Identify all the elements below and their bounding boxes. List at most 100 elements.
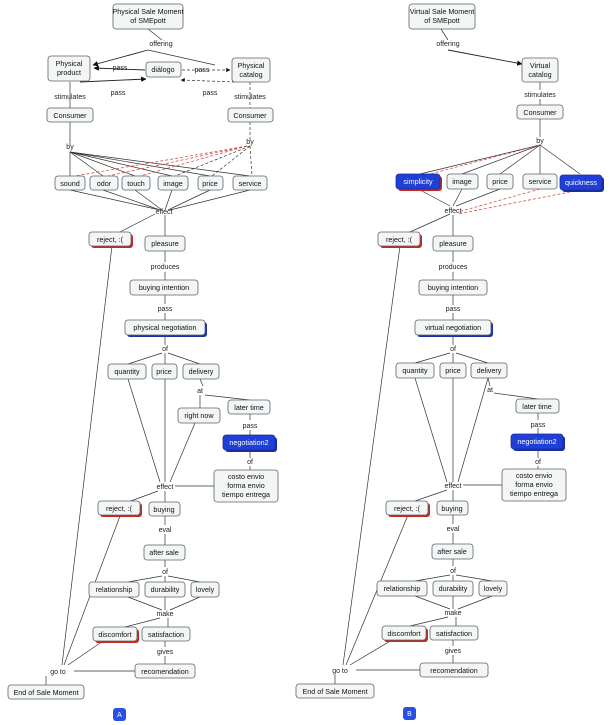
- node-delivery[interactable]: delivery: [182, 363, 220, 380]
- svg-text:negotiation2: negotiation2: [229, 438, 268, 447]
- node-sound[interactable]: sound: [54, 175, 86, 191]
- svg-text:lovely: lovely: [484, 584, 503, 593]
- svg-text:reject, :(: reject, :(: [386, 235, 413, 244]
- link-label: produces: [151, 264, 180, 271]
- node-quantity[interactable]: quantity: [107, 363, 147, 380]
- svg-text:image: image: [163, 179, 183, 188]
- node-delivery[interactable]: delivery: [470, 362, 508, 379]
- node-service[interactable]: service: [522, 173, 558, 190]
- node-quickness[interactable]: quickness: [559, 174, 604, 192]
- node-reject-1[interactable]: reject, :(: [88, 231, 133, 248]
- link-label: make: [444, 610, 461, 617]
- node-later-time[interactable]: later time: [515, 398, 560, 414]
- svg-text:price: price: [445, 366, 461, 375]
- svg-text:Physical Sale Moment: Physical Sale Moment: [112, 7, 183, 16]
- node-buying[interactable]: buying: [436, 500, 469, 516]
- node-title[interactable]: Physical Sale Moment of SMEpott: [112, 3, 184, 30]
- svg-text:reject, :(: reject, :(: [106, 504, 133, 513]
- node-buying[interactable]: buying: [148, 501, 181, 517]
- panel-b-badge: B: [403, 707, 416, 720]
- node-costo-envio[interactable]: costo envio forma envio tiempo entrega: [501, 468, 567, 502]
- node-end-of-sale-moment[interactable]: End of Sale Moment: [295, 683, 375, 699]
- svg-text:virtual negotiation: virtual negotiation: [425, 323, 481, 332]
- link-label: eval: [447, 526, 460, 533]
- node-negotiation2[interactable]: negotiation2: [510, 433, 565, 451]
- link-label: produces: [439, 264, 468, 271]
- node-simplicity[interactable]: simplicity: [395, 173, 442, 191]
- node-right-now[interactable]: right now: [177, 407, 221, 424]
- node-consumer[interactable]: Consumer: [516, 104, 564, 120]
- svg-text:tiempo entrega: tiempo entrega: [222, 490, 270, 499]
- node-odor[interactable]: odor: [89, 175, 119, 191]
- node-quantity[interactable]: quantity: [395, 362, 435, 379]
- svg-text:forma envio: forma envio: [227, 481, 265, 490]
- node-dialogo[interactable]: diálogo: [145, 61, 182, 78]
- node-lovely[interactable]: lovely: [190, 581, 220, 598]
- link-label: gives: [157, 649, 174, 656]
- link-label: of: [162, 346, 168, 353]
- node-recomendation[interactable]: recomendation: [419, 662, 489, 678]
- node-costo-envio[interactable]: costo envio forma envio tiempo entrega: [213, 469, 279, 503]
- node-discomfort[interactable]: discomfort: [381, 625, 428, 642]
- panel-b-link-labels: offering stimulates by effect produces p…: [332, 41, 556, 675]
- node-after-sale[interactable]: after sale: [431, 543, 474, 560]
- svg-text:later time: later time: [522, 402, 552, 411]
- svg-text:sound: sound: [60, 179, 80, 188]
- node-touch[interactable]: touch: [121, 175, 151, 191]
- svg-text:B: B: [407, 711, 412, 718]
- node-durability[interactable]: durability: [432, 580, 474, 597]
- node-relationship[interactable]: relationship: [376, 580, 428, 597]
- node-reject-2[interactable]: reject, :(: [97, 500, 142, 517]
- node-consumer-right[interactable]: Consumer: [227, 107, 274, 123]
- node-satisfaction[interactable]: satisfaction: [429, 625, 479, 641]
- svg-text:Physical: Physical: [238, 61, 265, 70]
- link-label: by: [66, 144, 74, 151]
- link-label: stimulates: [524, 92, 556, 99]
- node-physical-product[interactable]: Physical product: [47, 55, 91, 82]
- node-pleasure[interactable]: pleasure: [144, 235, 186, 252]
- node-price-2[interactable]: price: [151, 363, 178, 380]
- svg-text:simplicity: simplicity: [403, 177, 433, 186]
- link-label: gives: [445, 648, 462, 655]
- svg-text:after sale: after sale: [437, 547, 467, 556]
- node-reject-2[interactable]: reject, :(: [385, 500, 430, 517]
- node-pleasure[interactable]: pleasure: [432, 235, 474, 252]
- svg-text:diálogo: diálogo: [151, 65, 174, 74]
- node-satisfaction[interactable]: satisfaction: [141, 626, 191, 642]
- node-physical-catalog[interactable]: Physical catalog: [231, 57, 271, 83]
- node-title[interactable]: Virtual Sale Moment of SMEpott: [408, 3, 476, 30]
- node-virtual-negotiation[interactable]: virtual negotiation: [414, 319, 493, 337]
- link-label: offering: [149, 41, 172, 48]
- node-price[interactable]: price: [197, 175, 224, 191]
- link-label: pass: [158, 306, 173, 313]
- node-consumer-left[interactable]: Consumer: [46, 107, 94, 123]
- node-discomfort[interactable]: discomfort: [92, 626, 139, 643]
- node-image[interactable]: image: [157, 175, 189, 191]
- node-negotiation2[interactable]: negotiation2: [222, 434, 277, 452]
- link-label: at: [197, 388, 203, 395]
- svg-text:odor: odor: [97, 179, 112, 188]
- svg-text:Physical: Physical: [56, 59, 83, 68]
- svg-text:image: image: [452, 177, 472, 186]
- node-end-of-sale-moment[interactable]: End of Sale Moment: [7, 684, 85, 700]
- svg-text:buying: buying: [441, 504, 462, 513]
- node-price-2[interactable]: price: [439, 362, 467, 379]
- node-virtual-catalog[interactable]: Virtual catalog: [521, 57, 559, 83]
- node-later-time[interactable]: later time: [227, 399, 271, 415]
- panel-a-edges: [45, 28, 253, 685]
- node-reject-1[interactable]: reject, :(: [377, 231, 422, 248]
- svg-text:reject, :(: reject, :(: [394, 504, 421, 513]
- node-buying-intention[interactable]: buying intention: [418, 279, 488, 296]
- node-service[interactable]: service: [232, 175, 268, 191]
- node-buying-intention[interactable]: buying intention: [129, 279, 199, 296]
- node-after-sale[interactable]: after sale: [143, 544, 186, 561]
- link-label: effect: [157, 484, 174, 491]
- link-label: effect: [445, 208, 462, 215]
- node-price[interactable]: price: [486, 173, 514, 190]
- node-relationship[interactable]: relationship: [88, 581, 140, 598]
- node-image[interactable]: image: [446, 173, 479, 190]
- node-physical-negotiation[interactable]: physical negotiation: [124, 319, 207, 337]
- node-lovely[interactable]: lovely: [478, 580, 508, 597]
- node-recomendation[interactable]: recomendation: [134, 663, 196, 679]
- node-durability[interactable]: durability: [144, 581, 186, 598]
